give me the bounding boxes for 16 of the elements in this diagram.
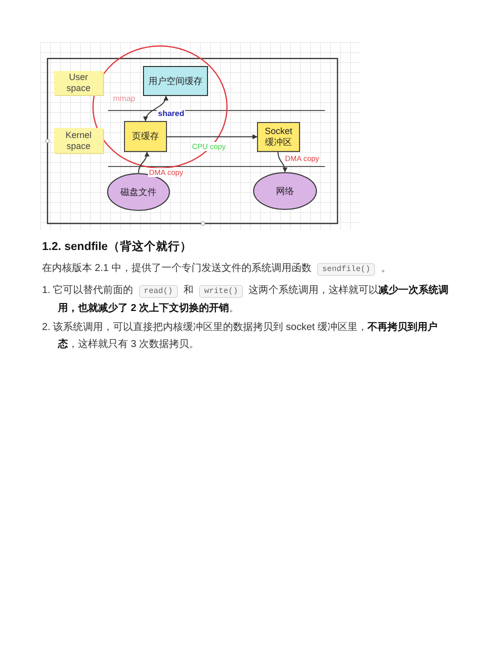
list-item: 2. 该系统调用，可以直接把内核缓冲区里的数据拷贝到 socket 缓冲区里，不再拷贝到用户态，这样就只有 3 次数据拷贝。 <box>42 320 439 352</box>
annotation-text: mmap <box>113 94 136 104</box>
arrow <box>144 96 168 122</box>
buffer-box: Socket 缓冲区 <box>257 122 300 152</box>
buffer-box: 用户空间缓存 <box>143 66 208 96</box>
edge-label: shared <box>157 109 186 118</box>
paragraph: 在内核版本 2.1 中，提供了一个专门发送文件的系统调用函数 sendfile() 。 <box>42 262 392 278</box>
section-heading: 1.2. sendfile（背这个就行） <box>42 239 193 255</box>
arrow <box>166 134 258 140</box>
list-item: 1. 它可以替代前面的 read() 和 write() 这两个系统调用，这样就可以减少一次系统调用，也就减少了 2 次上下文切换的开销。 <box>42 284 450 316</box>
arrow <box>278 152 288 172</box>
buffer-box: 页缓存 <box>124 121 167 152</box>
layer-label: User space <box>54 71 103 95</box>
arrow <box>138 152 150 174</box>
layer-label: Kernel space <box>54 128 103 153</box>
ellipse-node: 网络 <box>253 172 317 210</box>
